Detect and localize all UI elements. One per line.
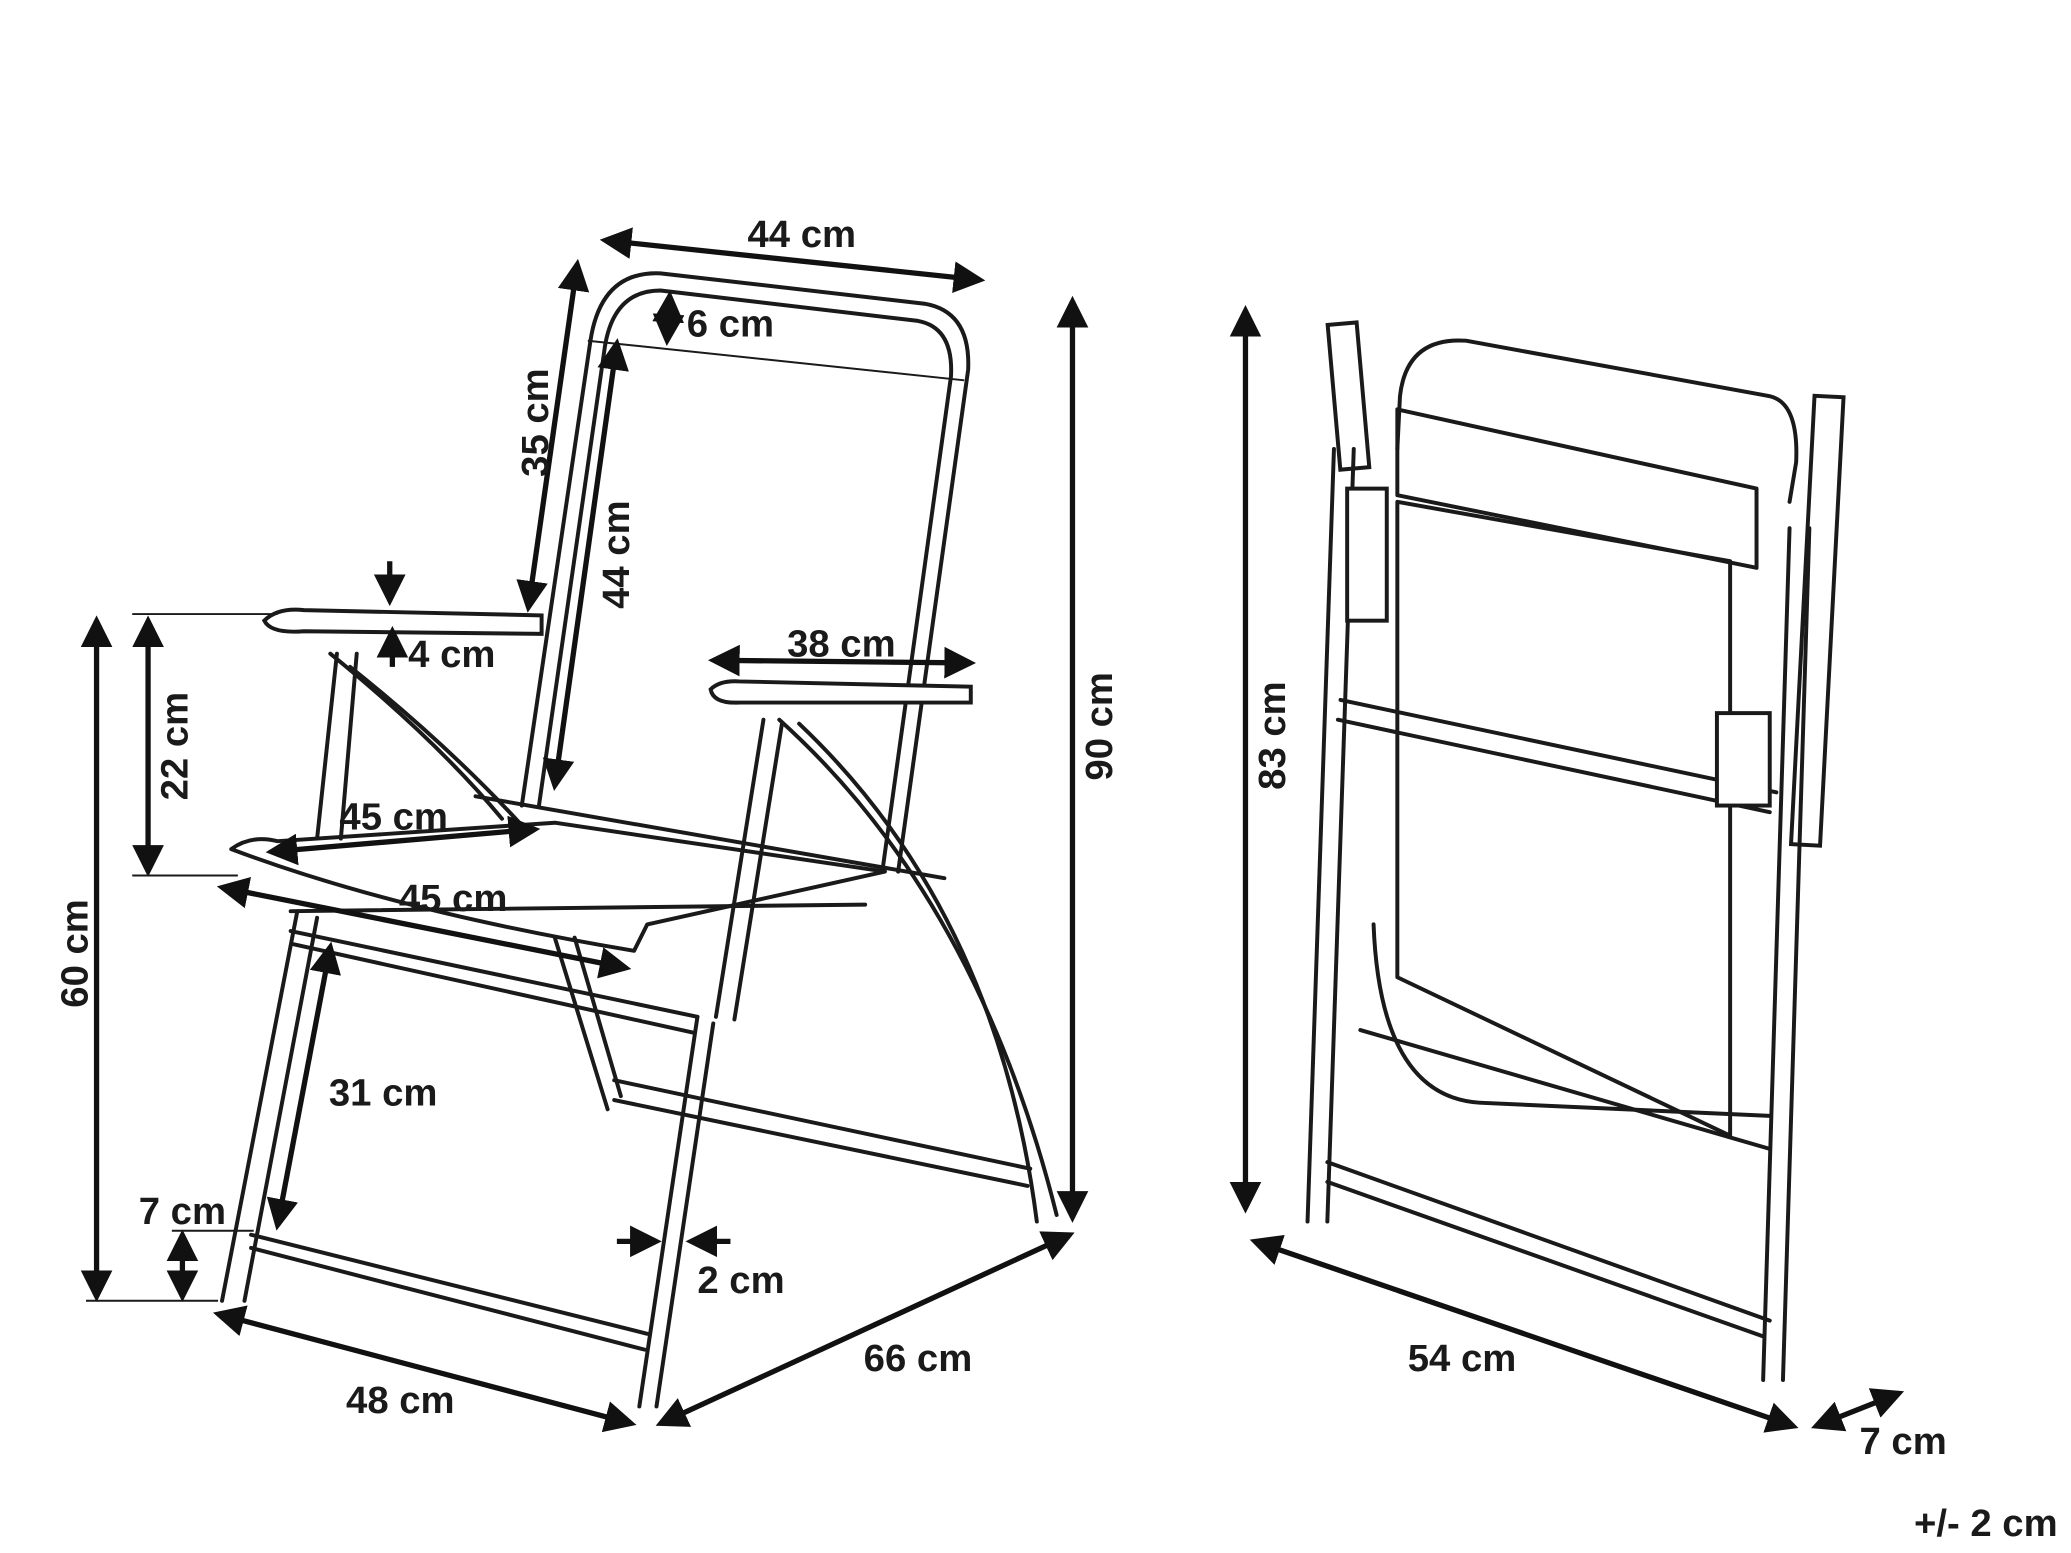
label-seat-height: 31 cm <box>329 1071 438 1114</box>
label-depth: 66 cm <box>864 1337 973 1380</box>
folded-dimension-lines <box>1229 305 1905 1433</box>
label-folded-width: 54 cm <box>1408 1337 1517 1380</box>
label-backrest-fabric-height: 44 cm <box>595 500 638 609</box>
label-seat-depth: 45 cm <box>399 877 508 920</box>
label-folded-thickness: 7 cm <box>1859 1420 1946 1463</box>
label-backrest-outer-height: 35 cm <box>514 368 557 477</box>
label-backrest-width: 44 cm <box>747 213 856 256</box>
label-crossbar-height: 7 cm <box>139 1190 226 1233</box>
label-backrest-top-band: 6 cm <box>687 303 774 346</box>
label-tolerance: +/- 2 cm <box>1914 1502 2058 1545</box>
unfolded-dimension-lines <box>80 227 1089 1433</box>
label-tube-diameter: 2 cm <box>697 1259 784 1302</box>
label-armrest-length: 38 cm <box>787 622 896 665</box>
label-width: 48 cm <box>346 1379 455 1422</box>
label-folded-height: 83 cm <box>1251 681 1294 790</box>
unfolded-chair-drawing <box>220 271 1059 1409</box>
label-armrest-height: 60 cm <box>53 899 96 1008</box>
label-armrest-thickness: 4 cm <box>408 633 495 676</box>
label-armrest-height-above-seat: 22 cm <box>154 692 197 801</box>
label-total-height: 90 cm <box>1078 672 1121 781</box>
folded-chair-drawing <box>1305 320 1846 1382</box>
label-seat-width: 45 cm <box>339 795 448 838</box>
